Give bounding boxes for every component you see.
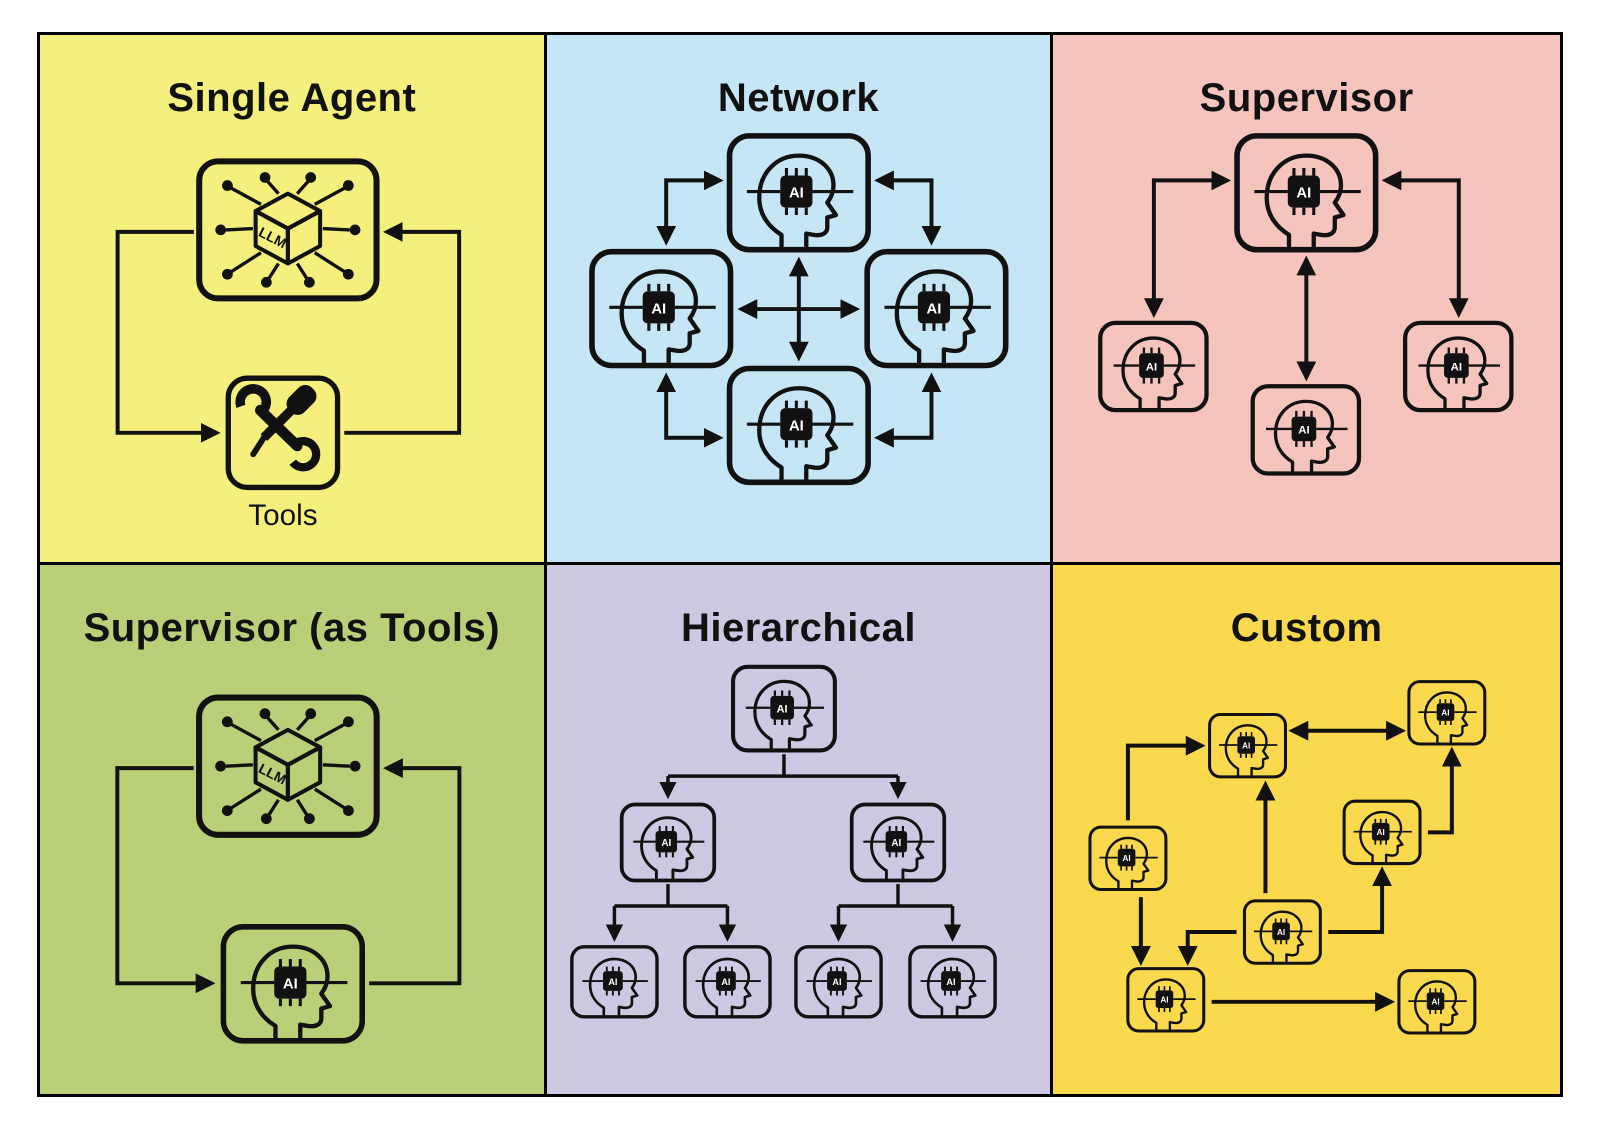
agent-icon (1253, 386, 1359, 473)
root-agent-icon (733, 666, 835, 750)
agent-icon (1126, 966, 1206, 1033)
panel-custom: Custom (1053, 564, 1560, 1094)
supervisor-agent-icon (1237, 136, 1376, 250)
network-diagram (547, 121, 1051, 562)
panel-single-agent: Single Agent Tools (40, 35, 547, 565)
panel-supervisor: Supervisor (1053, 35, 1560, 565)
connector-left-mid (614, 883, 728, 908)
architecture-grid: Single Agent Tools Network Supervisor (40, 35, 1560, 1094)
arrow-llm-to-agent (115, 765, 216, 993)
tools-label: Tools (248, 499, 317, 532)
agent-icon (793, 944, 883, 1018)
panel-title-supervisor: Supervisor (1199, 76, 1414, 120)
custom-diagram (1088, 679, 1487, 1035)
agent-icon (569, 944, 659, 1018)
double-arrow-top-right (873, 170, 942, 246)
agent-icon (682, 944, 772, 1018)
panel-title-network: Network (717, 76, 880, 120)
double-arrow-top-left (655, 170, 724, 246)
single-agent-diagram: Tools (115, 121, 462, 532)
agent-icon (1397, 968, 1477, 1035)
agent-icon (1208, 712, 1288, 778)
agent-icon (619, 802, 716, 882)
panel-hierarchical: Hierarchical (546, 564, 1054, 1094)
panel-network: Network (546, 35, 1054, 565)
double-arrow-supervisor-left (1144, 170, 1232, 318)
agent-icon (223, 926, 362, 1040)
agent-icon (907, 944, 997, 1018)
arrow-agent-to-llm (369, 757, 462, 985)
tools-icon (228, 378, 337, 487)
agent-icon (849, 802, 946, 882)
agent-icon (1088, 825, 1168, 891)
hierarchical-diagram (569, 651, 997, 1018)
supervisor-as-tools-diagram (115, 651, 462, 1095)
panel-supervisor-as-tools: Supervisor (as Tools) (40, 564, 547, 1095)
llm-icon (199, 161, 376, 298)
connector-right-mid (838, 883, 953, 908)
agent-icon (1342, 799, 1422, 865)
double-arrow-bottom-left (655, 372, 724, 448)
double-arrow-bottom-right (873, 372, 942, 448)
agent-icon (1101, 323, 1207, 410)
agent-icon (1405, 323, 1511, 410)
arrow-d-to-a (1126, 735, 1206, 820)
panel-title-hierarchical: Hierarchical (680, 605, 916, 650)
arrow-c-to-b (1428, 746, 1463, 834)
figure-frame: Single Agent Tools Network Supervisor (37, 32, 1563, 1097)
panel-title-supervisor-as-tools: Supervisor (as Tools) (83, 605, 501, 650)
panel-title-single-agent: Single Agent (167, 76, 417, 120)
agent-icon (729, 368, 868, 482)
panel-title-custom: Custom (1230, 605, 1383, 650)
supervisor-diagram (1053, 121, 1560, 562)
agent-icon (1407, 679, 1487, 745)
agent-icon (592, 252, 731, 366)
arrow-e-to-f (1178, 929, 1237, 966)
agent-icon (867, 252, 1006, 366)
agent-icon (1243, 898, 1323, 965)
agent-icon (729, 136, 868, 250)
connector-root (667, 753, 898, 778)
double-arrow-supervisor-right (1381, 170, 1469, 318)
arrow-tools-to-llm (344, 221, 462, 435)
arrow-e-to-c (1328, 865, 1393, 934)
llm-icon (199, 697, 377, 834)
arrow-llm-to-tools (115, 229, 221, 443)
